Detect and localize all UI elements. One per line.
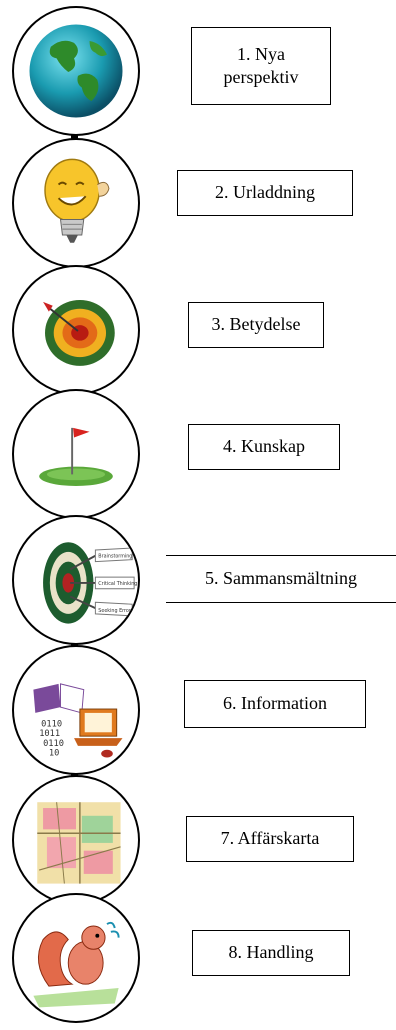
step-1: 1. Nya perspektiv [0, 0, 396, 140]
step-8-circle [12, 893, 140, 1023]
street-map-icon [37, 802, 121, 884]
step-2: 2. Urladdning [0, 130, 396, 270]
globe-icon [29, 24, 123, 118]
dart-label-1: Brainstorming [98, 554, 132, 560]
step-7-label: 7. Affärskarta [186, 816, 354, 862]
step-8-label: 8. Handling [192, 930, 350, 976]
dartboard-icon: Brainstorming Critical Thinking Seeking … [43, 542, 137, 624]
dart-label-2: Critical Thinking [98, 581, 137, 587]
step-4-label: 4. Kunskap [188, 424, 340, 470]
step-3-circle [12, 265, 140, 395]
squirrel-icon [33, 921, 120, 1008]
step-1-label: 1. Nya perspektiv [191, 27, 331, 105]
step-7: 7. Affärskarta [0, 768, 396, 908]
golf-flag-icon [39, 427, 113, 486]
step-6-label: 6. Information [184, 680, 366, 728]
step-3: 3. Betydelse [0, 257, 396, 397]
step-5-circle: Brainstorming Critical Thinking Seeking … [12, 515, 140, 645]
target-icon [43, 299, 115, 366]
step-1-circle [12, 6, 140, 136]
lightbulb-icon [44, 158, 110, 243]
step-6-circle: 0110 1011 0110 10 [12, 645, 140, 775]
binary-line-2: 1011 [39, 729, 60, 739]
binary-line-1: 0110 [41, 719, 62, 729]
binary-line-3: 0110 [43, 739, 64, 749]
step-3-label: 3. Betydelse [188, 302, 324, 348]
step-4: 4. Kunskap [0, 380, 396, 520]
dart-label-3: Seeking Error [98, 608, 131, 614]
step-5: Brainstorming Critical Thinking Seeking … [0, 505, 396, 645]
step-2-circle [12, 138, 140, 268]
step-2-label: 2. Urladdning [177, 170, 353, 216]
binary-line-4: 10 [49, 749, 59, 759]
step-5-label: 5. Sammansmältning [166, 555, 396, 603]
book-computer-icon: 0110 1011 0110 10 [33, 683, 123, 759]
step-6: 0110 1011 0110 10 6. Information [0, 640, 396, 780]
step-4-circle [12, 389, 140, 519]
step-7-circle [12, 775, 140, 905]
step-8: 8. Handling [0, 890, 396, 1030]
